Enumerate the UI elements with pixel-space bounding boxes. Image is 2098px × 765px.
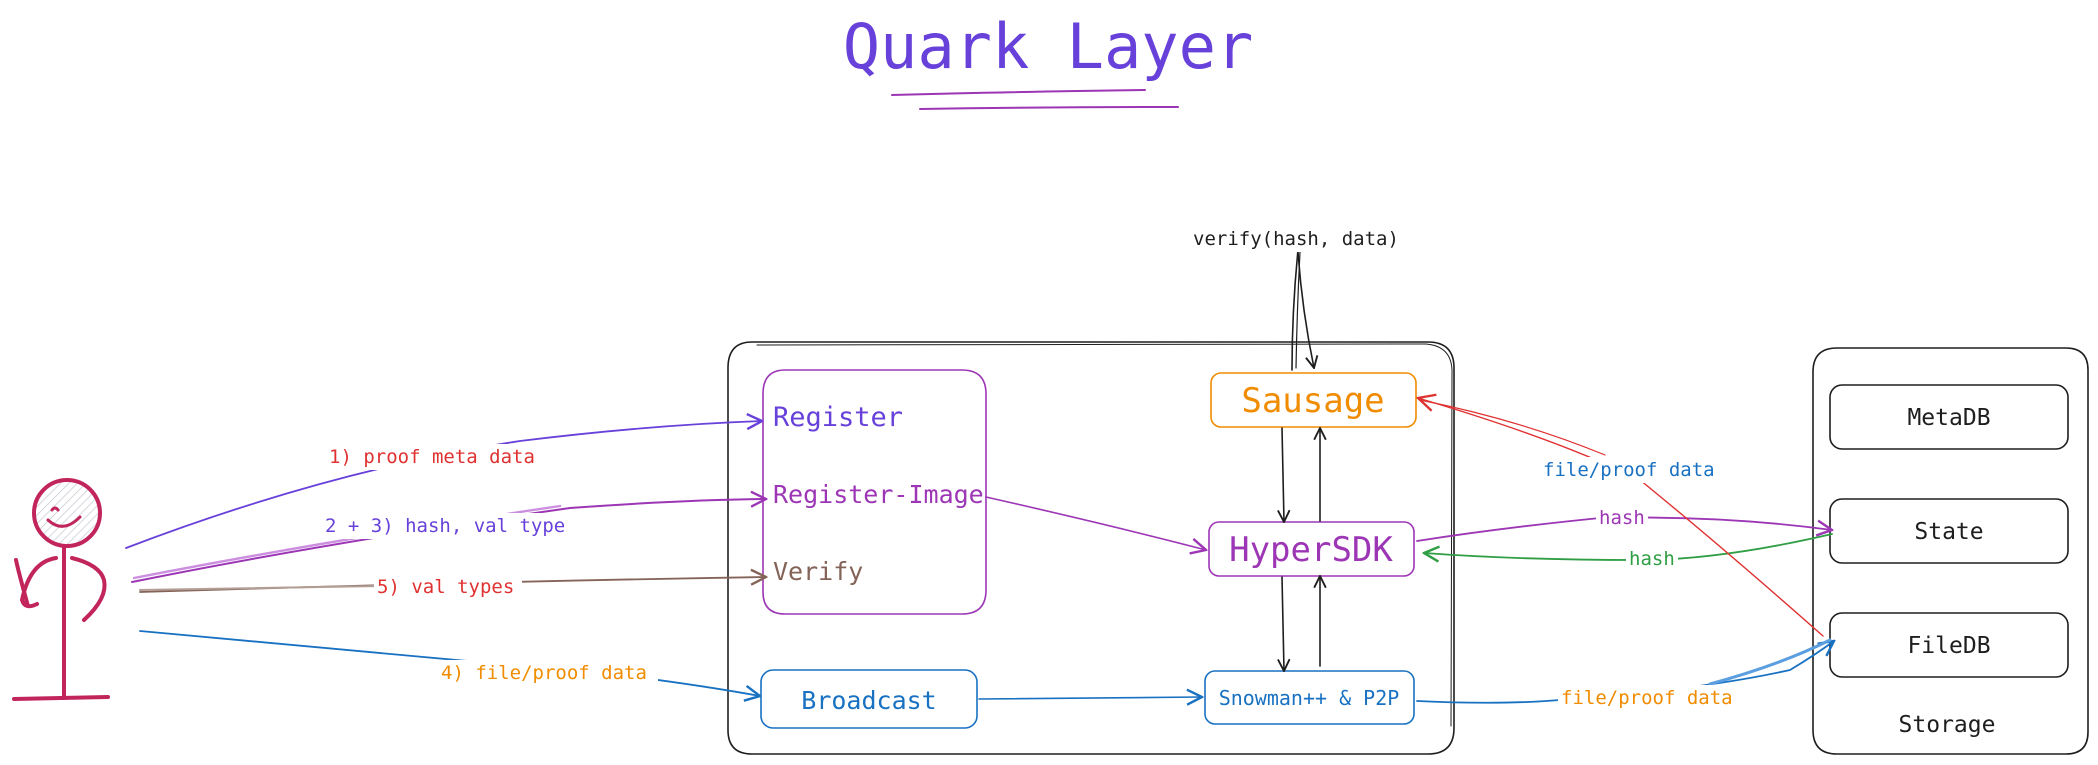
arrow-val-types-shadow [139, 585, 381, 591]
hypersdk-node[interactable]: HyperSDK [1208, 521, 1415, 577]
label-val-types: 5) val types [377, 576, 514, 598]
page-title: Quark Layer [843, 10, 1254, 83]
sausage-node[interactable]: Sausage [1210, 372, 1417, 428]
filedb-node[interactable]: FileDB [1829, 612, 2069, 678]
title-underline [891, 89, 1146, 96]
actions-group-box [762, 369, 987, 615]
broadcast-node[interactable]: Broadcast [760, 669, 978, 729]
label-proof-meta: 1) proof meta data [329, 446, 535, 468]
arrow-verify-call-sketch [1295, 251, 1301, 369]
hypersdk-label: HyperSDK [1229, 530, 1393, 570]
sausage-label: Sausage [1241, 381, 1384, 421]
label-file-proof-left: 4) file/proof data [441, 662, 647, 684]
arrow-verify-call-down [1297, 251, 1314, 368]
metadb-node[interactable]: MetaDB [1829, 384, 2069, 450]
label-file-proof-snowman: file/proof data [1561, 687, 1733, 709]
broadcast-label: Broadcast [801, 686, 936, 715]
snowman-p2p-label: Snowman++ & P2P [1219, 686, 1400, 710]
snowman-p2p-node[interactable]: Snowman++ & P2P [1204, 670, 1415, 725]
label-hash-val-type: 2 + 3) hash, val type [325, 515, 565, 537]
arrow-verify-call-up [1291, 249, 1299, 371]
state-node[interactable]: State [1829, 498, 2069, 564]
label-hash-to-state: hash [1599, 507, 1645, 529]
verify-action[interactable]: Verify [773, 557, 863, 586]
label-verify-call: verify(hash, data) [1193, 228, 1399, 250]
arrow-snowman-to-filedb-shadow [1708, 638, 1832, 686]
arrow-broadcast-to-snowman [978, 697, 1202, 699]
storage-container [1812, 347, 2089, 755]
label-hash-from-state: hash [1629, 548, 1675, 570]
arrow-hypersdk-to-snowman [1282, 576, 1284, 671]
quark-layer-container [727, 341, 1455, 755]
stick-figure-user-icon [12, 478, 110, 701]
label-file-proof-filedb-sausage: file/proof data [1543, 459, 1715, 481]
arrow-filedb-to-sausage-sketch [1419, 399, 1606, 456]
state-label: State [1914, 519, 1983, 545]
arrow-register-image-to-hypersdk [985, 496, 1206, 550]
title-underline-2 [919, 106, 1179, 110]
arrow-sausage-to-hypersdk [1282, 427, 1284, 522]
storage-label: Storage [1899, 712, 1996, 738]
metadb-label: MetaDB [1907, 405, 1990, 431]
container-sketch-line [756, 343, 1453, 727]
filedb-label: FileDB [1907, 633, 1990, 659]
register-action[interactable]: Register [773, 402, 903, 433]
register-image-action[interactable]: Register-Image [773, 480, 984, 509]
edge-labels: 1) proof meta data 2 + 3) hash, val type… [322, 226, 1738, 711]
title-group: Quark Layer [843, 10, 1254, 110]
